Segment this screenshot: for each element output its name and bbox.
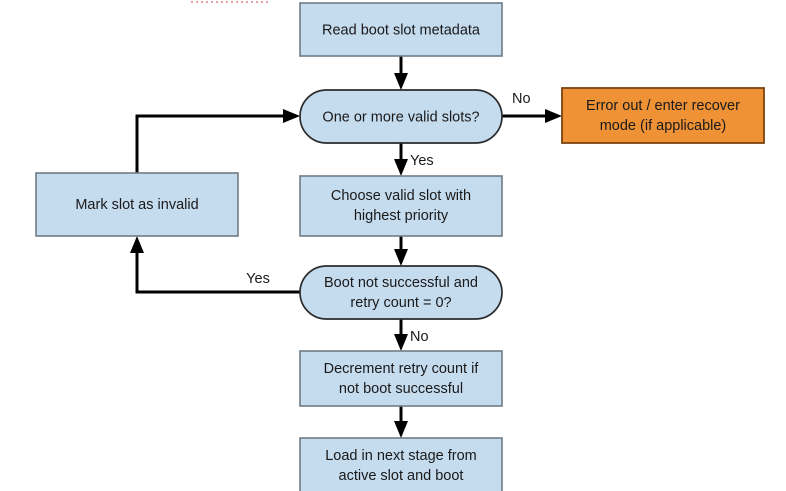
edge-decrement-to-load-next-stage: [394, 406, 408, 438]
node-error-out-enter-recover-mode[interactable]: Error out / enter recover mode (if appli…: [561, 87, 765, 144]
edge-label-no-to-decrement: No: [410, 329, 429, 345]
node-label-choose-valid-slot-line2: highest priority: [354, 208, 449, 224]
node-label-error-out-line2: mode (if applicable): [600, 118, 727, 134]
edge-read-to-valid-slots: [394, 56, 408, 90]
node-label-decrement-line2: not boot successful: [339, 381, 463, 397]
node-label-one-or-more-valid-slots: One or more valid slots?: [322, 109, 479, 125]
node-label-mark-slot-as-invalid: Mark slot as invalid: [75, 197, 198, 213]
node-label-load-next-stage-line1: Load in next stage from: [325, 448, 477, 464]
node-one-or-more-valid-slots[interactable]: One or more valid slots?: [299, 89, 503, 144]
node-label-load-next-stage-line2: active slot and boot: [339, 468, 464, 484]
edge-valid-slots-yes-to-choose: [394, 143, 408, 176]
edge-label-yes-to-mark-invalid: Yes: [246, 271, 270, 287]
node-boot-not-successful-retry-zero[interactable]: Boot not successful and retry count = 0?: [299, 265, 503, 320]
edge-boot-check-no-to-decrement: [394, 318, 408, 351]
node-label-choose-valid-slot-line1: Choose valid slot with: [331, 188, 471, 204]
node-mark-slot-as-invalid[interactable]: Mark slot as invalid: [35, 172, 239, 237]
edge-valid-slots-no-to-error: [502, 109, 562, 123]
node-decrement-retry-count[interactable]: Decrement retry count if not boot succes…: [299, 350, 503, 407]
node-label-error-out-line1: Error out / enter recover: [586, 98, 740, 114]
node-label-decrement-line1: Decrement retry count if: [324, 361, 480, 377]
node-label-boot-check-line1: Boot not successful and: [324, 275, 478, 291]
node-choose-valid-slot-highest-priority[interactable]: Choose valid slot with highest priority: [299, 175, 503, 237]
node-read-boot-slot-metadata[interactable]: Read boot slot metadata: [299, 2, 503, 57]
node-label-read-boot-slot-metadata: Read boot slot metadata: [322, 22, 481, 38]
edge-choose-to-boot-check: [394, 236, 408, 266]
node-label-boot-check-line2: retry count = 0?: [350, 295, 451, 311]
node-load-next-stage-active-slot[interactable]: Load in next stage from active slot and …: [299, 437, 503, 491]
edge-label-yes-to-choose: Yes: [410, 153, 434, 169]
edge-label-no-to-error: No: [512, 91, 531, 107]
edge-mark-invalid-to-valid-slots: [135, 109, 300, 173]
edge-boot-check-yes-to-mark-invalid: [130, 236, 300, 294]
